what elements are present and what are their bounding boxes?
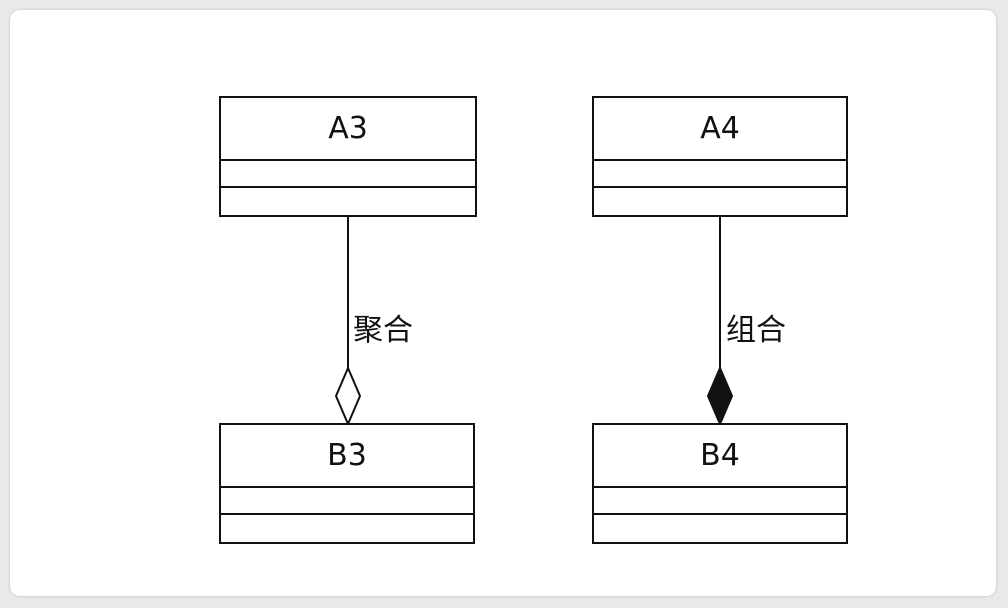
aggregation-hollow-diamond — [334, 365, 362, 427]
class-b3-attributes — [221, 488, 473, 515]
class-b3-operations — [221, 515, 473, 542]
composition-label: 组合 — [726, 313, 786, 348]
class-b4-name: B4 — [594, 425, 846, 488]
class-a4-attributes — [594, 161, 846, 188]
class-b3[interactable]: B3 — [219, 423, 475, 544]
aggregation-label: 聚合 — [353, 313, 413, 348]
class-a4-name: A4 — [594, 98, 846, 161]
class-b4-operations — [594, 515, 846, 542]
class-a4[interactable]: A4 — [592, 96, 848, 217]
class-b3-name: B3 — [221, 425, 473, 488]
class-b4[interactable]: B4 — [592, 423, 848, 544]
class-a3-operations — [221, 188, 475, 215]
class-a3-name: A3 — [221, 98, 475, 161]
composition-filled-diamond — [706, 365, 734, 427]
class-b4-attributes — [594, 488, 846, 515]
class-a3[interactable]: A3 — [219, 96, 477, 217]
class-a4-operations — [594, 188, 846, 215]
class-a3-attributes — [221, 161, 475, 188]
